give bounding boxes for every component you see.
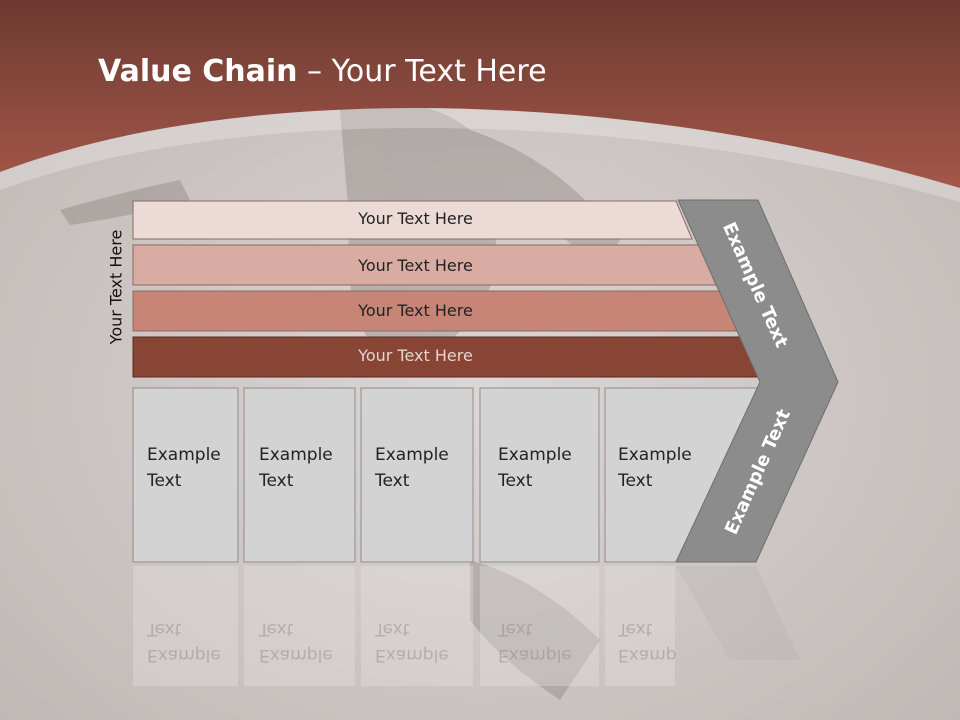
bar-1-shape xyxy=(132,200,693,240)
box-4-shape xyxy=(479,387,600,563)
box-1-line1: Example xyxy=(147,445,221,465)
slide-title: Value Chain – Your Text Here xyxy=(98,54,547,89)
box-5-line2: Text xyxy=(618,471,653,491)
chevron-shape xyxy=(675,199,839,563)
vertical-label: Your Text Here xyxy=(106,229,126,345)
box-4-line2: Text xyxy=(498,471,533,491)
box-2-shape xyxy=(243,387,356,563)
bar-3-label: Your Text Here xyxy=(358,301,473,320)
box-1-shape xyxy=(132,387,239,563)
reflection xyxy=(133,566,800,686)
title-bold: Value Chain xyxy=(98,54,298,89)
box-3-shape xyxy=(360,387,474,563)
bar-4-label: Your Text Here xyxy=(358,346,473,365)
title-rest: – Your Text Here xyxy=(297,54,547,89)
box-2-line1: Example xyxy=(259,445,333,465)
box-5-line1: Example xyxy=(618,445,692,465)
bar-2-label: Your Text Here xyxy=(358,256,473,275)
box-3-line1: Example xyxy=(375,445,449,465)
box-2-line2: Text xyxy=(259,471,294,491)
box-3-line2: Text xyxy=(375,471,410,491)
header-arc xyxy=(0,108,960,202)
bar-1-label: Your Text Here xyxy=(358,209,473,228)
box-4-line1: Example xyxy=(498,445,572,465)
header-band xyxy=(0,0,960,188)
box-1-line2: Text xyxy=(147,471,182,491)
